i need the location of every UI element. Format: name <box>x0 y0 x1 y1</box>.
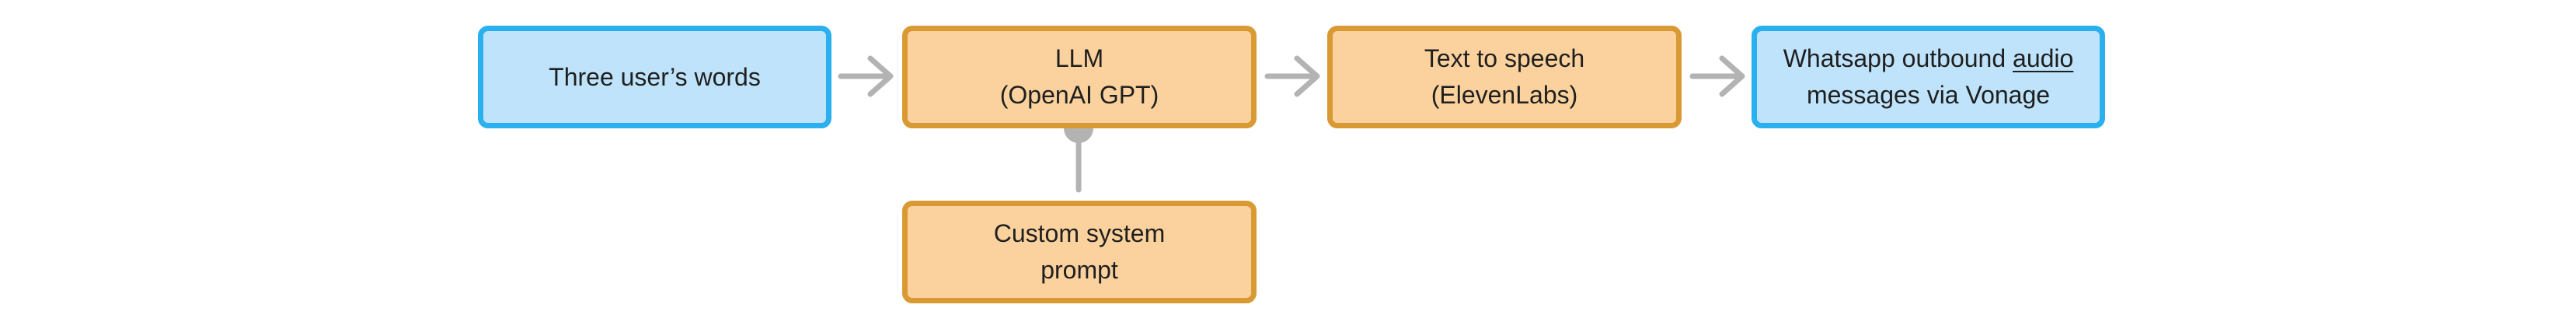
node-custom-system-prompt: Custom system prompt <box>902 201 1257 303</box>
edge-prompt-to-llm <box>1064 128 1093 193</box>
edge-input-to-llm <box>838 55 894 97</box>
edge-llm-to-tts <box>1264 55 1320 97</box>
arrowhead-icon <box>867 55 894 97</box>
node-whatsapp-outbound: Whatsapp outbound audio messages via Von… <box>1752 26 2105 128</box>
edge-tts-to-output <box>1689 55 1745 97</box>
connector-dot-icon <box>1064 128 1093 143</box>
arrowhead-icon <box>1719 55 1745 97</box>
node-label-line-2: messages via Vonage <box>1806 81 2051 109</box>
node-three-users-words: Three user’s words <box>478 26 831 128</box>
audio-link[interactable]: audio <box>2013 44 2074 72</box>
node-label-line-2: prompt <box>1041 256 1118 284</box>
node-label-line-2: (OpenAI GPT) <box>999 81 1159 109</box>
node-label-text: Whatsapp outbound <box>1783 44 2013 72</box>
arrowhead-icon <box>1294 55 1320 97</box>
node-llm: LLM (OpenAI GPT) <box>902 26 1257 128</box>
node-label-line-1: Whatsapp outbound audio <box>1783 40 2074 77</box>
node-label-line-1: LLM <box>1054 44 1104 72</box>
node-label: Three user’s words <box>549 62 761 91</box>
node-text-to-speech: Text to speech (ElevenLabs) <box>1327 26 1682 128</box>
node-label-line-2: (ElevenLabs) <box>1431 81 1578 109</box>
node-label-line-1: Text to speech <box>1424 44 1585 72</box>
node-label-line-1: Custom system <box>993 219 1166 247</box>
